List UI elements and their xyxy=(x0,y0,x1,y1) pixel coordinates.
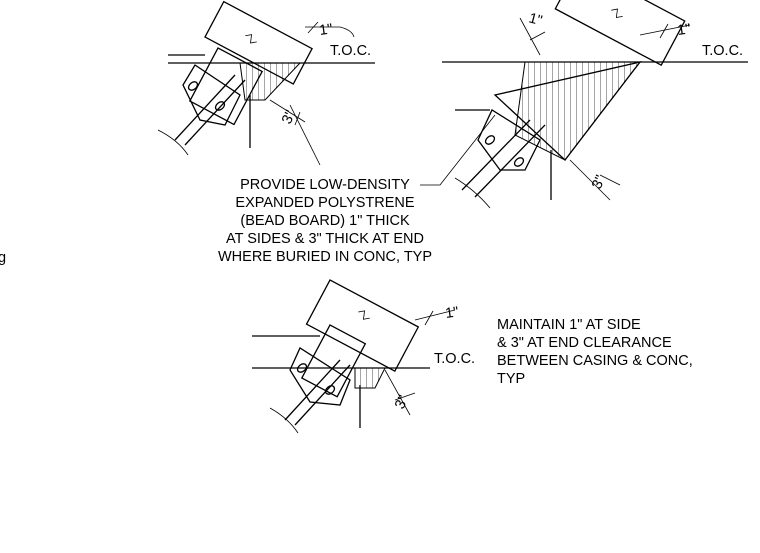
break-mark-3 xyxy=(358,310,370,320)
note-line-2: EXPANDED POLYSTRENE xyxy=(235,195,414,211)
pile-edge-2b xyxy=(474,124,546,198)
beam-block-2 xyxy=(554,0,686,67)
casing-3 xyxy=(300,324,367,398)
dim-tick-2c xyxy=(599,174,621,186)
note-line-4: AT SIDES & 3" THICK AT END xyxy=(226,231,424,247)
pile-edge-1a xyxy=(174,74,236,141)
note-line-5: WHERE BURIED IN CONC, TYP xyxy=(218,249,432,265)
casing-2 xyxy=(493,60,642,161)
toc-label-1: T.O.C. xyxy=(330,43,371,59)
three-inch-label-2: 3" xyxy=(589,173,609,192)
bracket-plate-2 xyxy=(477,109,541,171)
one-inch-label-3: 1" xyxy=(444,304,459,322)
polystyrene-note: PROVIDE LOW-DENSITY EXPANDED POLYSTRENE … xyxy=(218,177,432,265)
bolt-2b xyxy=(513,157,525,167)
dim-line-1b xyxy=(269,99,306,123)
dim-tick-3a xyxy=(394,392,416,401)
clearance-line-3: BETWEEN CASING & CONC, xyxy=(497,353,693,369)
dim-tick-2a xyxy=(529,31,546,41)
clearance-line-2: & 3" AT END CLEARANCE xyxy=(497,335,672,351)
detail-1: 1" 3" T.O.C. xyxy=(157,0,375,166)
curve-3 xyxy=(269,407,299,434)
pile-edge-3a xyxy=(284,359,341,421)
beam-block-1 xyxy=(204,0,313,85)
three-inch-label-1: 3" xyxy=(279,108,299,127)
pile-edge-2a xyxy=(461,119,531,191)
curve-1 xyxy=(157,129,189,156)
one-inch-label-1: 1" xyxy=(318,21,333,39)
dim-tick-2b xyxy=(659,23,669,39)
bolt-2a xyxy=(484,135,496,145)
clearance-note: MAINTAIN 1" AT SIDE & 3" AT END CLEARANC… xyxy=(497,317,693,387)
clearance-line-4: TYP xyxy=(497,371,525,387)
pile-edge-3b xyxy=(294,364,351,426)
edge-fragment-text: g xyxy=(0,250,6,266)
break-mark-1 xyxy=(245,34,257,44)
dim-line-1a xyxy=(289,104,321,166)
leader-line-1 xyxy=(420,114,496,186)
one-inch-label-2b: 1" xyxy=(676,21,691,39)
dim-arc-1 xyxy=(339,26,355,38)
dim-tick-3b xyxy=(424,310,434,326)
bolt-1a xyxy=(187,81,199,91)
clearance-line-1: MAINTAIN 1" AT SIDE xyxy=(497,317,641,333)
one-inch-label-2a: 1" xyxy=(527,10,544,29)
note-line-1: PROVIDE LOW-DENSITY xyxy=(240,177,410,193)
pile-edge-1b xyxy=(184,79,246,146)
dim-line-2c xyxy=(569,159,611,201)
toc-label-3: T.O.C. xyxy=(434,351,475,367)
bracket-plate-1 xyxy=(182,64,241,126)
casing-1 xyxy=(188,47,264,126)
curve-2 xyxy=(454,177,491,209)
bracket-plate-3 xyxy=(289,347,351,406)
dim-line-3a xyxy=(384,369,411,416)
foam-hatch-1 xyxy=(239,62,302,101)
dim-line-2a xyxy=(519,17,541,56)
detail-3: 1" 3" T.O.C. xyxy=(252,279,475,434)
break-mark-2 xyxy=(611,8,623,19)
dim-tick-1b xyxy=(307,21,319,34)
bolt-3a xyxy=(296,363,308,373)
note-line-3: (BEAD BOARD) 1" THICK xyxy=(240,213,410,229)
beam-block-3 xyxy=(305,279,420,372)
toc-label-2: T.O.C. xyxy=(702,43,743,59)
foam-hatch-3 xyxy=(354,367,386,389)
bolt-3b xyxy=(324,385,336,395)
detail-2: 1" 1" 3" T.O.C. xyxy=(442,0,748,209)
three-inch-label-3: 3" xyxy=(392,393,412,412)
dim-line-3b xyxy=(414,309,456,321)
dim-tick-1a xyxy=(294,111,301,126)
